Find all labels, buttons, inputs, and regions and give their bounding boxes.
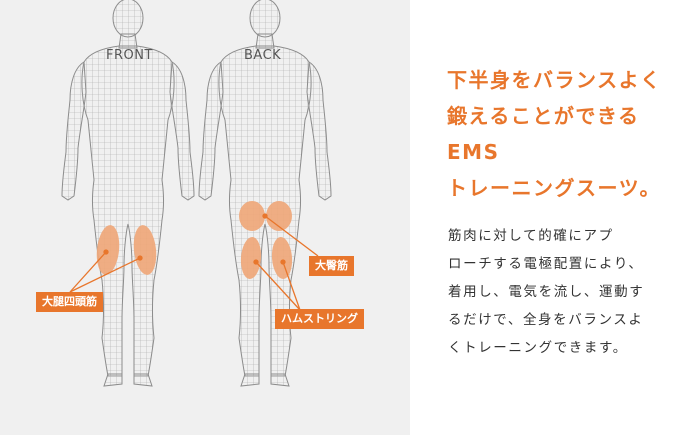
headline-line: EMS bbox=[447, 140, 500, 164]
leader-lines bbox=[69, 213, 319, 311]
headline-line: トレーニングスーツ。 bbox=[447, 176, 661, 200]
description-line: るだけで、全身をバランスよ bbox=[448, 312, 644, 328]
description-line: くトレーニングできます。 bbox=[448, 340, 628, 356]
back-hamstrings-highlight bbox=[240, 237, 293, 279]
headline: 下半身をバランスよく 鍛えることができる EMS トレーニングスーツ。 bbox=[447, 62, 687, 206]
anatomy-figures bbox=[61, 0, 332, 387]
description-line: ローチする電極配置により、 bbox=[448, 256, 644, 272]
description: 筋肉に対して的確にアプ ローチする電極配置により、 着用し、電気を流し、運動す … bbox=[448, 222, 678, 362]
description-line: 着用し、電気を流し、運動す bbox=[448, 284, 645, 300]
front-quadriceps-highlight bbox=[96, 225, 157, 275]
quadriceps-tag: 大腿四頭筋 bbox=[36, 292, 103, 312]
anatomy-figure-panel: FRONT BACK 大腿四頭筋 大臀筋 ハムストリング bbox=[0, 0, 410, 435]
headline-line: 鍛えることができる bbox=[447, 104, 640, 128]
back-gluteus-highlight bbox=[239, 201, 292, 231]
description-line: 筋肉に対して的確にアプ bbox=[448, 228, 614, 244]
front-view-label: FRONT bbox=[106, 48, 153, 63]
headline-line: 下半身をバランスよく bbox=[447, 68, 662, 92]
gluteus-tag: 大臀筋 bbox=[309, 256, 354, 276]
hamstrings-tag: ハムストリング bbox=[275, 309, 364, 329]
back-view-label: BACK bbox=[244, 48, 282, 63]
